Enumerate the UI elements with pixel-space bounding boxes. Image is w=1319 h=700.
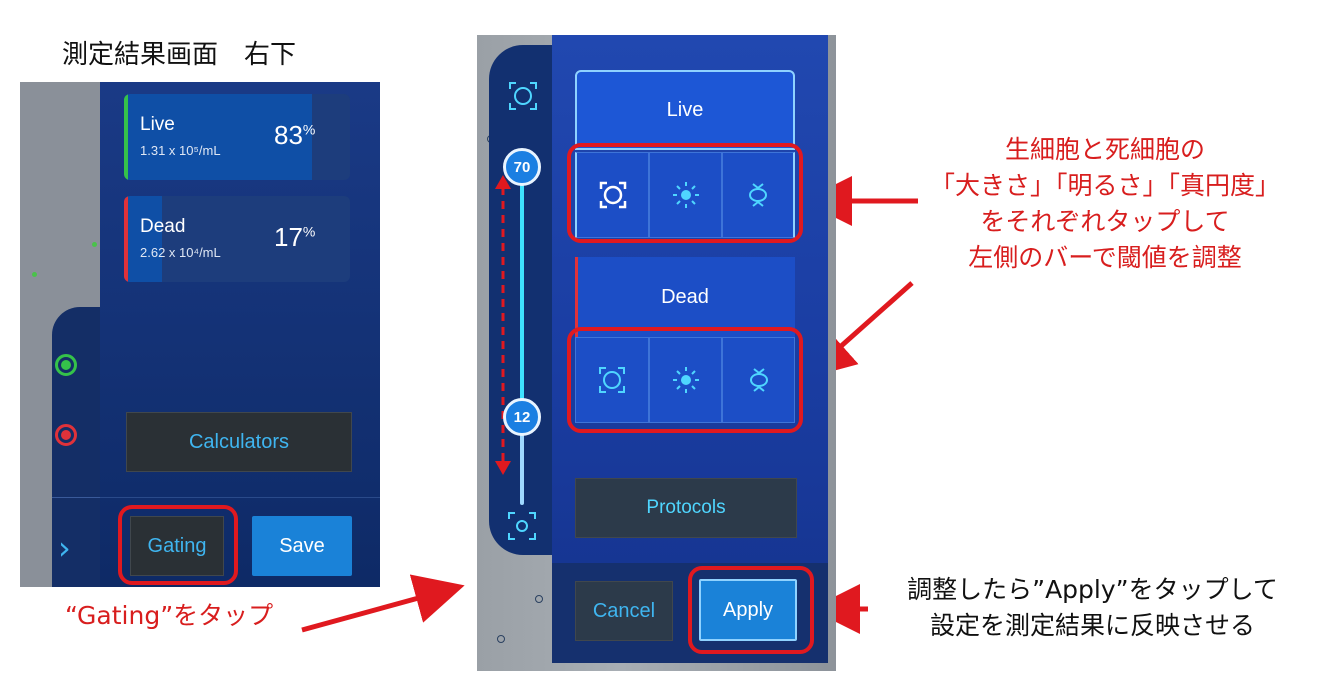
dead-label: Dead xyxy=(140,216,186,237)
live-parameters-highlight xyxy=(567,143,803,243)
results-screen: › Live 1.31 x 10⁵/mL 83% Dead 2.62 x 10⁴… xyxy=(20,82,380,587)
dead-indicator xyxy=(124,196,128,282)
circularity-icon xyxy=(749,368,768,392)
bottom-divider xyxy=(100,497,380,498)
live-percent: 83% xyxy=(274,120,315,151)
upper-threshold-handle[interactable]: 70 xyxy=(503,148,541,186)
live-concentration: 1.31 x 10⁵/mL xyxy=(140,143,221,158)
live-brightness-tab[interactable] xyxy=(649,152,722,238)
apply-caption: 調整したら”Apply”をタップして 設定を測定結果に反映させる xyxy=(870,572,1315,644)
threshold-rail: 70 12 xyxy=(489,45,563,555)
gating-button[interactable]: Gating xyxy=(130,516,224,576)
threshold-slider-range xyxy=(520,185,524,420)
dead-brightness-tab[interactable] xyxy=(649,337,722,423)
brightness-icon xyxy=(672,367,699,393)
dead-result-card: Dead 2.62 x 10⁴/mL 17% xyxy=(124,196,350,282)
dead-concentration: 2.62 x 10⁴/mL xyxy=(140,245,221,260)
dead-filter-icon[interactable] xyxy=(55,424,77,446)
cancel-button[interactable]: Cancel xyxy=(575,581,673,641)
live-gate-button[interactable]: Live xyxy=(575,70,795,150)
save-button[interactable]: Save xyxy=(252,516,352,576)
gating-highlight xyxy=(118,505,238,585)
size-icon xyxy=(599,181,626,209)
dead-indicator xyxy=(575,257,578,337)
apply-caption-line: 設定を測定結果に反映させる xyxy=(929,611,1255,640)
brightness-icon xyxy=(672,182,699,208)
live-indicator xyxy=(124,94,128,180)
apply-caption-line: 調整したら”Apply”をタップして xyxy=(907,575,1278,604)
gating-arrow xyxy=(301,574,465,633)
live-filter-icon[interactable] xyxy=(55,354,77,376)
apply-button[interactable]: Apply xyxy=(699,579,797,641)
gating-caption: “Gating”をタップ xyxy=(65,601,274,630)
cell-dot xyxy=(535,595,543,603)
cell-dot xyxy=(497,635,505,643)
rail-divider xyxy=(52,497,100,498)
threshold-caption: 生細胞と死細胞の 「大きさ」「明るさ」「真円度」 をそれぞれタップして 左側のバ… xyxy=(900,132,1310,276)
live-parameter-selector xyxy=(575,152,795,238)
threshold-caption-line: をそれぞれタップして xyxy=(980,207,1230,236)
gating-screen: 70 12 Live Dead Pro xyxy=(477,35,836,671)
dead-percent-bar xyxy=(124,196,163,282)
live-circularity-tab[interactable] xyxy=(722,152,795,238)
threshold-caption-line: 左側のバーで閾値を調整 xyxy=(968,243,1242,272)
circularity-icon xyxy=(749,183,767,207)
focus-icon[interactable] xyxy=(505,509,539,543)
dead-percent: 17% xyxy=(274,222,315,253)
dead-percent-unit: % xyxy=(302,223,316,240)
dead-gate-button[interactable]: Dead xyxy=(575,257,795,337)
calculators-button[interactable]: Calculators xyxy=(126,412,352,472)
threshold-caption-line: 「大きさ」「明るさ」「真円度」 xyxy=(929,171,1280,200)
protocols-button[interactable]: Protocols xyxy=(575,478,797,538)
live-size-tab[interactable] xyxy=(575,152,649,238)
threshold-caption-line: 生細胞と死細胞の xyxy=(1004,135,1205,164)
left-screen-caption: 測定結果画面 右下 xyxy=(62,40,297,70)
live-result-card: Live 1.31 x 10⁵/mL 83% xyxy=(124,94,350,180)
lower-threshold-handle[interactable]: 12 xyxy=(503,398,541,436)
cell-dot xyxy=(32,272,37,277)
expand-icon[interactable]: › xyxy=(58,529,71,567)
dead-parameters-highlight xyxy=(567,327,803,433)
dead-percent-value: 17 xyxy=(274,222,303,252)
apply-highlight xyxy=(688,566,814,654)
live-percent-value: 83 xyxy=(274,120,303,150)
cell-dot xyxy=(92,242,97,247)
live-percent-unit: % xyxy=(302,121,316,138)
dead-size-tab[interactable] xyxy=(575,337,649,423)
size-icon[interactable] xyxy=(507,80,539,112)
size-icon xyxy=(599,367,625,393)
dead-parameter-selector xyxy=(575,337,795,423)
dead-circularity-tab[interactable] xyxy=(722,337,795,423)
live-percent-bar xyxy=(124,94,312,180)
live-label: Live xyxy=(140,114,175,135)
